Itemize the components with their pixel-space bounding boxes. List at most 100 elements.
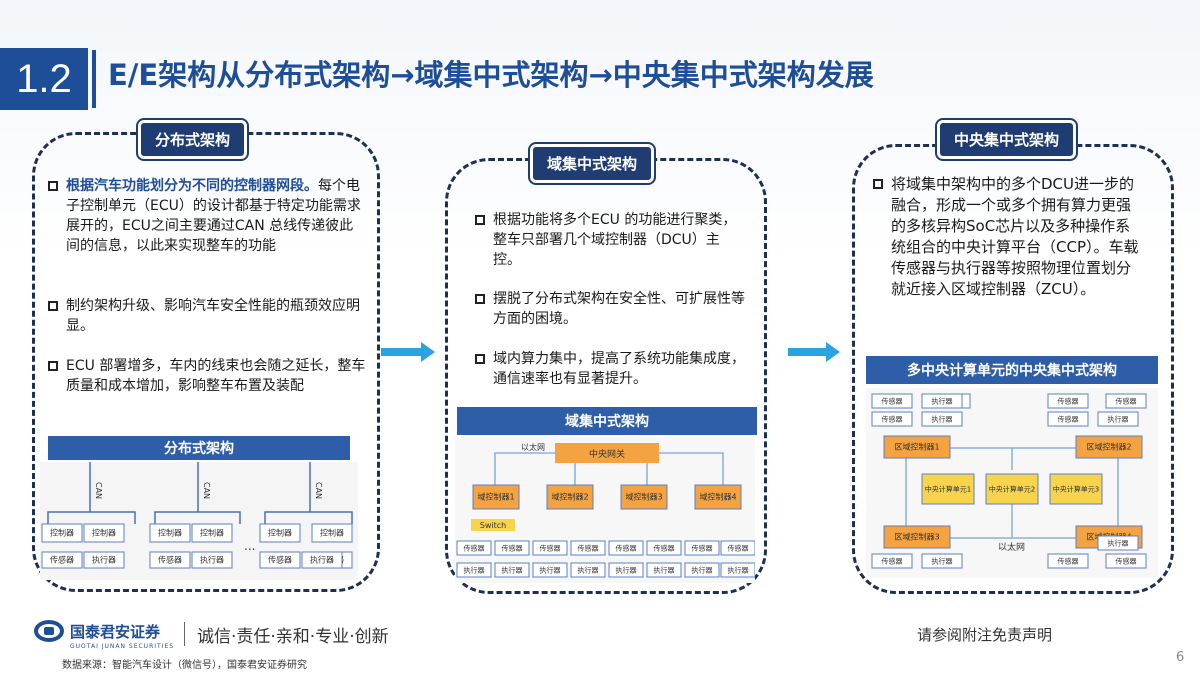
ccu-box-3 <box>1049 473 1103 505</box>
actuator-box <box>301 551 343 569</box>
controller-box-label: 控制器 <box>320 528 344 538</box>
dcu-box-3-label: 域控制器3 <box>625 492 662 502</box>
actuator-box <box>720 562 755 578</box>
actuator-box-label: 执行器 <box>1108 414 1129 423</box>
sensor-box-label: 传感器 <box>1058 396 1079 405</box>
sensor-box-label: 传感器 <box>1058 414 1079 423</box>
ccu-box-1-label: 中央计算单元1 <box>925 484 971 493</box>
actuator-box-label: 执行器 <box>616 565 637 574</box>
sensor-box <box>1105 393 1147 409</box>
actuator-box-label: 执行器 <box>728 565 749 574</box>
dcu-box-2-label: 域控制器2 <box>551 492 588 502</box>
tag-central: 中央集中式架构 <box>937 120 1077 159</box>
controller-box <box>259 523 301 543</box>
bullet-box-icon <box>48 361 58 371</box>
can-label-1: CAN <box>94 482 103 499</box>
sensor-box <box>684 540 720 556</box>
ccu-box-2-label: 中央计算单元2 <box>989 484 1035 493</box>
actuator-box <box>1097 411 1139 427</box>
controller-box-label: 控制器 <box>268 528 292 538</box>
diagram-central: 区域控制器1区域控制器2区域控制器3区域控制器4 中央计算单元1中央计算单元2中… <box>866 388 1158 578</box>
sensor-box-label: 传感器 <box>654 543 675 552</box>
sensor-box-label: 传感器 <box>268 555 292 565</box>
actuator-box-label: 执行器 <box>932 556 953 565</box>
controller-box-label: 控制器 <box>158 528 182 538</box>
sensor-box <box>720 540 755 556</box>
ethernet-label: 以太网 <box>521 442 545 452</box>
can-label-2: CAN <box>202 482 211 499</box>
bullet-box-icon <box>873 179 883 189</box>
arrow-1 <box>381 342 435 362</box>
zone-controller-2 <box>1075 435 1143 459</box>
tag-domain: 域集中式架构 <box>530 144 655 183</box>
actuator-box-label: 执行器 <box>310 555 334 565</box>
eth-line-left <box>494 452 555 485</box>
sensor-box <box>1105 553 1147 569</box>
sensor-box-label: 传感器 <box>1116 556 1137 565</box>
bullet-distributed-1: 根据汽车功能划分为不同的控制器网段。每个电子控制单元（ECU）的设计都基于特定功… <box>48 176 366 256</box>
dcu-box-1 <box>472 484 520 510</box>
actuator-box <box>608 562 644 578</box>
sensor-box <box>570 540 606 556</box>
actuator-box <box>494 562 530 578</box>
sensor-box <box>41 551 83 569</box>
sensor-box-label: 传感器 <box>464 543 485 552</box>
sensor-box <box>259 551 301 569</box>
controller-box-label: 控制器 <box>50 528 74 538</box>
ellipsis: ... <box>244 539 255 553</box>
sensor-box <box>456 540 492 556</box>
actuator-box <box>921 411 963 427</box>
bus-link-3 <box>264 511 353 524</box>
actuator-box <box>191 551 233 569</box>
bullet-box-icon <box>475 294 485 304</box>
ccu-box-2 <box>985 473 1039 505</box>
title-accent-bar <box>92 50 96 108</box>
sensor-box-label: 传感器 <box>882 414 903 423</box>
page-number: 6 <box>1176 650 1185 665</box>
caption-domain: 域集中式架构 <box>457 407 757 435</box>
zone-controller-1-label: 区域控制器1 <box>894 442 939 452</box>
actuator-box <box>1097 535 1139 551</box>
actuator-box-label: 执行器 <box>92 555 116 565</box>
dcu-box-3 <box>620 484 668 510</box>
sensor-box-label: 传感器 <box>882 396 903 405</box>
zone-controller-1 <box>883 435 951 459</box>
gateway-label: 中央网关 <box>589 448 625 460</box>
sensor-box <box>532 540 568 556</box>
actuator-box <box>570 562 606 578</box>
ethernet-label: 以太网 <box>998 541 1025 553</box>
controller-box <box>311 523 353 543</box>
can-label-3: CAN <box>314 482 323 499</box>
actuator-box-label: 执行器 <box>932 396 953 405</box>
bullet-domain-3: 域内算力集中，提高了系统功能集成度，通信速率也有显著提升。 <box>475 349 747 389</box>
zone-controller-2-label: 区域控制器2 <box>1086 442 1131 452</box>
actuator-box <box>646 562 682 578</box>
bullet-central-1: 将域集中架构中的多个DCU进一步的融合，形成一个或多个拥有算力更强的多核异构So… <box>873 174 1145 300</box>
sensor-box <box>871 393 913 409</box>
zone-controller-3-label: 区域控制器3 <box>894 532 939 542</box>
bullet-text: 将域集中架构中的多个DCU进一步的融合，形成一个或多个拥有算力更强的多核异构So… <box>891 175 1139 298</box>
controller-box-label: 控制器 <box>92 528 116 538</box>
actuator-box <box>921 393 963 409</box>
bullet-box-icon <box>475 215 485 225</box>
central-gateway <box>555 443 659 463</box>
actuator-box-label: 执行器 <box>540 565 561 574</box>
caption-central: 多中央计算单元的中央集中式架构 <box>866 356 1158 384</box>
sensor-box-label: 传感器 <box>728 543 749 552</box>
sensor-box-label: 传感器 <box>578 543 599 552</box>
sensor-box <box>608 540 644 556</box>
bullet-highlight: 根据汽车功能划分为不同的控制器网段。 <box>66 178 318 194</box>
actuator-box-label: 执行器 <box>654 565 675 574</box>
dcu-box-1-label: 域控制器1 <box>477 492 514 502</box>
actuator-box <box>83 551 125 569</box>
bullet-distributed-2: 制约架构升级、影响汽车安全性能的瓶颈效应明显。 <box>48 296 366 336</box>
sensor-box-label: 传感器 <box>50 555 74 565</box>
sensor-box-label: 传感器 <box>540 543 561 552</box>
eth-line-right <box>659 452 724 485</box>
bullet-text: ECU 部署增多，车内的线束也会随之延长，整车质量和成本增加，影响整车布置及装配 <box>66 358 366 394</box>
ccu-box-1 <box>921 473 975 505</box>
bus-link-1 <box>47 511 136 524</box>
disclaimer: 请参阅附注免责声明 <box>917 626 1053 644</box>
logo-text: 国泰君安证券 <box>70 622 161 641</box>
